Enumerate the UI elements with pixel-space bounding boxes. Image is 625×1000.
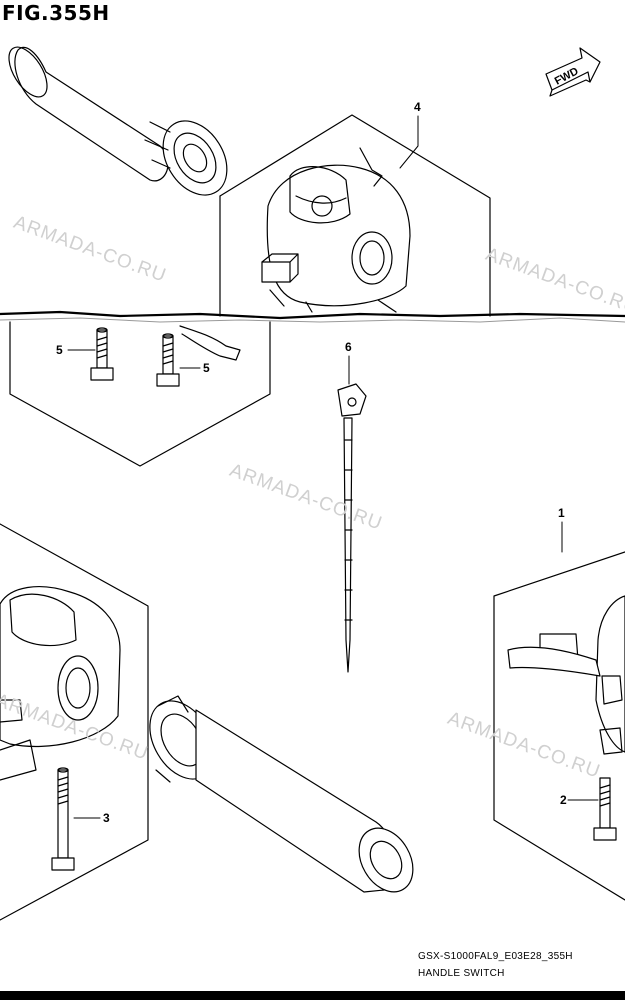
bottom-border xyxy=(0,991,625,1000)
part-1-frame xyxy=(493,551,625,901)
right-handle-switch-housing xyxy=(261,147,411,313)
callout-6: 6 xyxy=(345,340,352,354)
callout-5-right: 5 xyxy=(203,361,210,375)
callout-2: 2 xyxy=(560,793,567,807)
callout-3: 3 xyxy=(103,811,110,825)
figure-code: GSX-S1000FAL9_E03E28_355H xyxy=(418,951,573,962)
bolt-2 xyxy=(593,777,617,841)
part-3-frame xyxy=(0,523,149,921)
bolt-5-left xyxy=(90,327,114,381)
handlebar-grip-upper xyxy=(8,46,228,196)
part-5-frame xyxy=(9,321,271,467)
cable-tie-6 xyxy=(337,383,367,673)
left-handle-switch-housing xyxy=(0,586,121,781)
figure-title: FIG.355H xyxy=(2,1,110,25)
figure-name: HANDLE SWITCH xyxy=(418,968,505,979)
page-tear-line xyxy=(0,310,625,320)
bolt-3 xyxy=(51,767,75,871)
forward-arrow-icon xyxy=(545,47,601,97)
callout-4: 4 xyxy=(414,100,421,114)
callout-5-left: 5 xyxy=(56,343,63,357)
right-lower-switch-housing xyxy=(507,595,625,755)
callout-1: 1 xyxy=(558,506,565,520)
bolt-5-right xyxy=(156,333,180,387)
handlebar-grip-lower xyxy=(149,695,414,893)
part-4-frame xyxy=(219,114,491,317)
